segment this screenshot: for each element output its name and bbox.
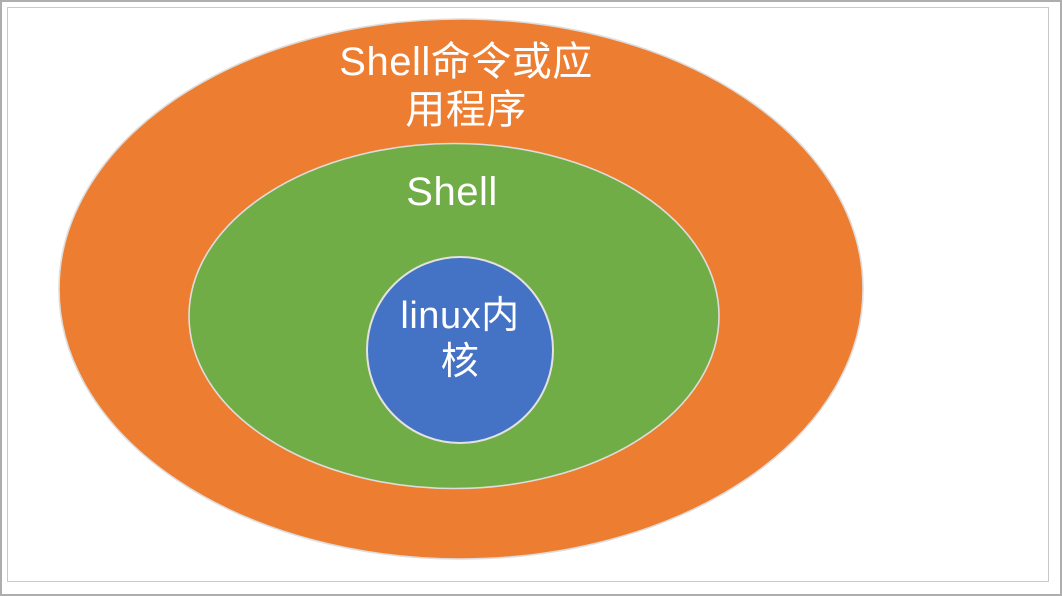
inner-circle-label: linux内 核 (310, 293, 610, 385)
middle-ellipse-label: Shell (252, 168, 652, 216)
inner-circle-linux-kernel (366, 256, 554, 444)
middle-label-line-1: Shell (406, 170, 498, 214)
inner-label-line-1: linux内 (400, 295, 520, 337)
outer-ellipse-label: Shell命令或应 用程序 (216, 38, 716, 134)
slide-inner-border (7, 7, 1049, 582)
outer-label-line-1: Shell命令或应 (339, 40, 593, 84)
outer-label-line-2: 用程序 (405, 88, 527, 132)
inner-label-line-2: 核 (440, 341, 480, 383)
